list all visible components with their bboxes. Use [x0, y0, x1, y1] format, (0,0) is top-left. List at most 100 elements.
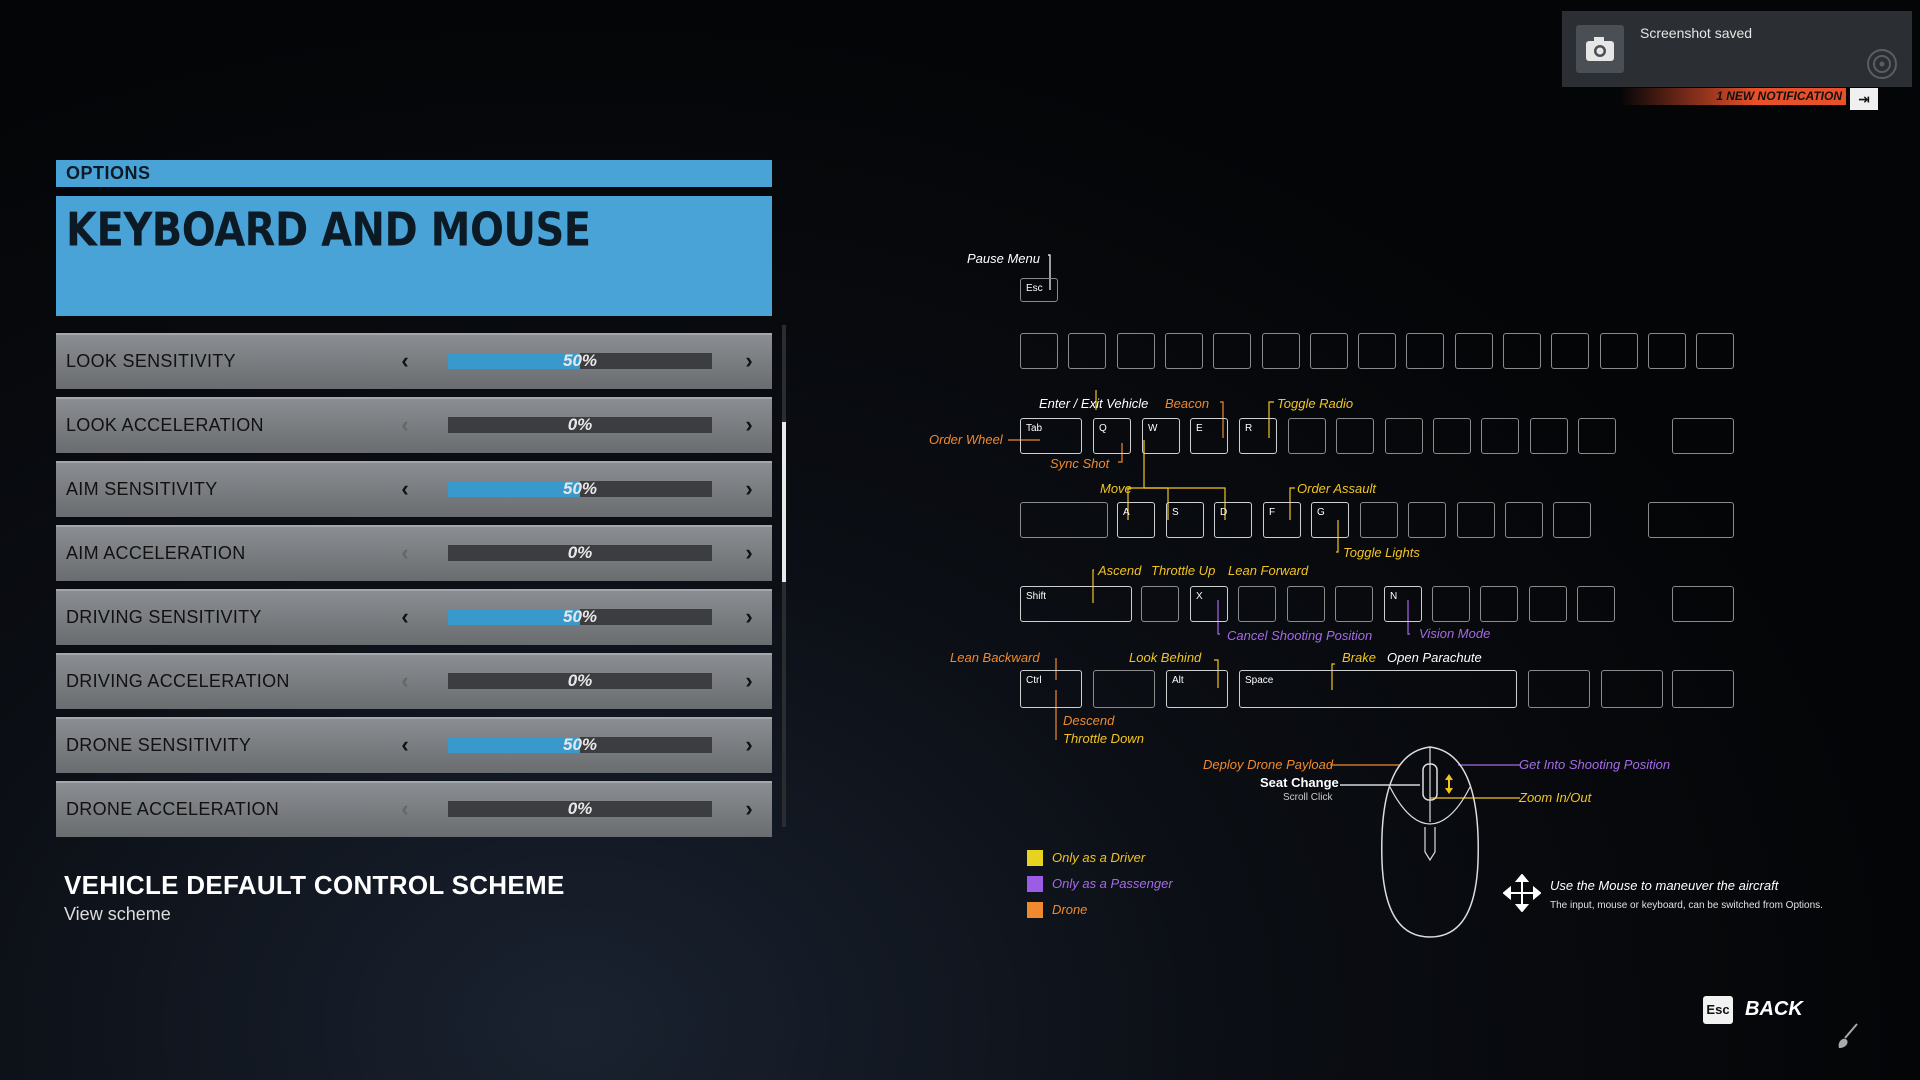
key-ctrl-right — [1672, 670, 1734, 708]
label-brake: Brake — [1342, 650, 1376, 665]
key-blank — [1672, 586, 1734, 622]
label-order-assault: Order Assault — [1297, 481, 1376, 496]
key-blank — [1020, 333, 1058, 369]
key-caps — [1020, 502, 1108, 538]
label-pause-menu: Pause Menu — [967, 251, 1040, 266]
mouse-icon — [1381, 746, 1479, 938]
key-s: S — [1166, 502, 1204, 538]
label-seat-change: Seat Change — [1260, 775, 1339, 790]
setting-row[interactable]: DRONE ACCELERATION‹0%› — [56, 781, 772, 837]
key-blank — [1336, 418, 1375, 454]
key-r: R — [1239, 418, 1277, 454]
setting-slider[interactable]: 50% — [448, 607, 712, 626]
increase-arrow-icon[interactable]: › — [745, 476, 753, 501]
setting-row[interactable]: LOOK ACCELERATION‹0%› — [56, 397, 772, 453]
decrease-arrow-icon[interactable]: ‹ — [401, 732, 409, 757]
setting-slider[interactable]: 50% — [448, 735, 712, 754]
view-scheme-link[interactable]: View scheme — [64, 904, 171, 924]
decrease-arrow-icon[interactable]: ‹ — [401, 412, 409, 437]
notification-count-bar: 1 NEW NOTIFICATION — [1620, 88, 1846, 105]
setting-row[interactable]: AIM ACCELERATION ‹ 0% › — [56, 525, 772, 581]
notification-text: Screenshot saved — [1640, 25, 1753, 41]
key-blank — [1647, 333, 1686, 369]
label-ascend: Ascend — [1098, 563, 1142, 578]
label-toggle-radio: Toggle Radio — [1277, 396, 1354, 411]
increase-arrow-icon[interactable]: › — [745, 348, 753, 373]
label-cancel-shooting: Cancel Shooting Position — [1227, 628, 1373, 643]
key-alt-gr — [1528, 670, 1590, 708]
back-button[interactable]: BACK — [1745, 998, 1803, 1020]
key-esc: Esc — [1020, 278, 1058, 302]
label-open-parachute: Open Parachute — [1387, 650, 1482, 665]
setting-row[interactable]: DRIVING SENSITIVITY ‹ 50% › — [56, 589, 772, 645]
key-blank — [1696, 333, 1735, 369]
decrease-arrow-icon[interactable]: ‹ — [401, 476, 409, 501]
key-blank — [1553, 502, 1592, 538]
decrease-arrow-icon[interactable]: ‹ — [401, 668, 409, 693]
decrease-arrow-icon[interactable]: ‹ — [401, 348, 409, 373]
legend-swatch — [1027, 850, 1043, 866]
setting-slider[interactable]: 50% — [448, 351, 712, 370]
key-g: G — [1311, 502, 1349, 538]
setting-slider[interactable]: 0% — [448, 543, 712, 562]
decrease-arrow-icon[interactable]: ‹ — [401, 604, 409, 629]
slider-value: 50% — [562, 607, 598, 626]
move-arrows-icon — [1503, 874, 1541, 912]
key-win — [1093, 670, 1155, 708]
section-header: OPTIONS — [56, 160, 772, 187]
label-toggle-lights: Toggle Lights — [1343, 545, 1420, 560]
increase-arrow-icon[interactable]: › — [745, 540, 753, 565]
slider-value: 0% — [567, 799, 593, 818]
setting-label: AIM ACCELERATION — [66, 543, 246, 563]
setting-row[interactable]: LOOK SENSITIVITY‹50%› — [56, 333, 772, 389]
key-d: D — [1214, 502, 1252, 538]
setting-label: DRIVING SENSITIVITY — [66, 607, 262, 627]
decrease-arrow-icon[interactable]: ‹ — [401, 540, 409, 565]
scheme-title: VEHICLE DEFAULT CONTROL SCHEME — [64, 870, 565, 900]
increase-arrow-icon[interactable]: › — [745, 412, 753, 437]
notification-toast[interactable]: Screenshot saved — [1562, 11, 1912, 87]
key-blank — [1503, 333, 1541, 369]
key-fn — [1601, 670, 1663, 708]
key-blank — [1577, 418, 1616, 454]
setting-label: DRONE SENSITIVITY — [66, 735, 252, 755]
legend-label: Drone — [1052, 902, 1088, 917]
exit-icon[interactable]: ⇥ — [1850, 88, 1878, 110]
setting-slider[interactable]: 50% — [448, 479, 712, 498]
key-n: N — [1384, 586, 1422, 622]
legend-swatch — [1027, 902, 1043, 918]
key-space: Space — [1239, 670, 1517, 708]
slider-value: 0% — [567, 543, 593, 562]
setting-slider[interactable]: 0% — [448, 799, 712, 818]
label-lean-backward: Lean Backward — [950, 650, 1040, 665]
increase-arrow-icon[interactable]: › — [745, 796, 753, 821]
key-blank — [1528, 586, 1567, 622]
slider-fill — [448, 353, 580, 369]
key-blank — [1164, 333, 1203, 369]
key-blank — [1335, 586, 1373, 622]
setting-row[interactable]: DRIVING ACCELERATION‹0%› — [56, 653, 772, 709]
key-x: X — [1190, 586, 1228, 622]
setting-row[interactable]: DRONE SENSITIVITY ‹ 50% › — [56, 717, 772, 773]
slider-value: 50% — [562, 479, 598, 498]
setting-slider[interactable]: 0% — [448, 415, 712, 434]
increase-arrow-icon[interactable]: › — [745, 732, 753, 757]
scrollbar-thumb[interactable] — [782, 422, 786, 582]
key-blank — [1288, 418, 1326, 454]
key-blank — [1454, 333, 1493, 369]
key-blank — [1672, 418, 1734, 454]
key-e: E — [1190, 418, 1228, 454]
setting-row[interactable]: AIM SENSITIVITY‹50%› — [56, 461, 772, 517]
setting-slider[interactable]: 0% — [448, 671, 712, 690]
increase-arrow-icon[interactable]: › — [745, 604, 753, 629]
key-blank — [1599, 333, 1638, 369]
notification-count: 1 NEW NOTIFICATION — [1716, 89, 1842, 103]
key-blank — [1116, 333, 1155, 369]
increase-arrow-icon[interactable]: › — [745, 668, 753, 693]
legend-label: Only as a Passenger — [1052, 876, 1173, 891]
decrease-arrow-icon[interactable]: ‹ — [401, 796, 409, 821]
slider-value: 50% — [562, 735, 598, 754]
label-get-into-shooting: Get Into Shooting Position — [1519, 757, 1671, 772]
key-blank — [1504, 502, 1543, 538]
back-key-esc[interactable]: Esc — [1703, 996, 1733, 1024]
